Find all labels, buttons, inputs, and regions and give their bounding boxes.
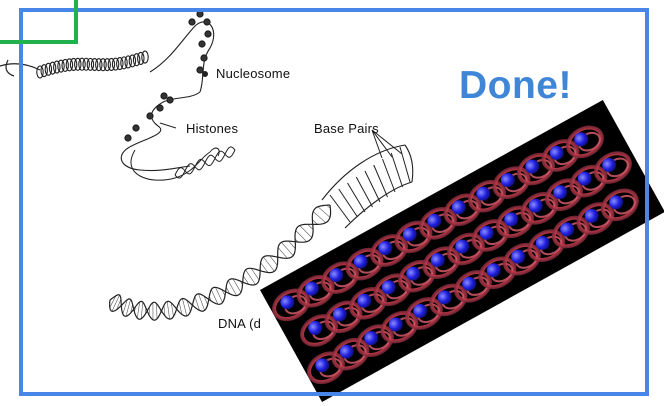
green-highlight-frame xyxy=(0,0,78,44)
blue-highlight-frame xyxy=(19,8,649,396)
